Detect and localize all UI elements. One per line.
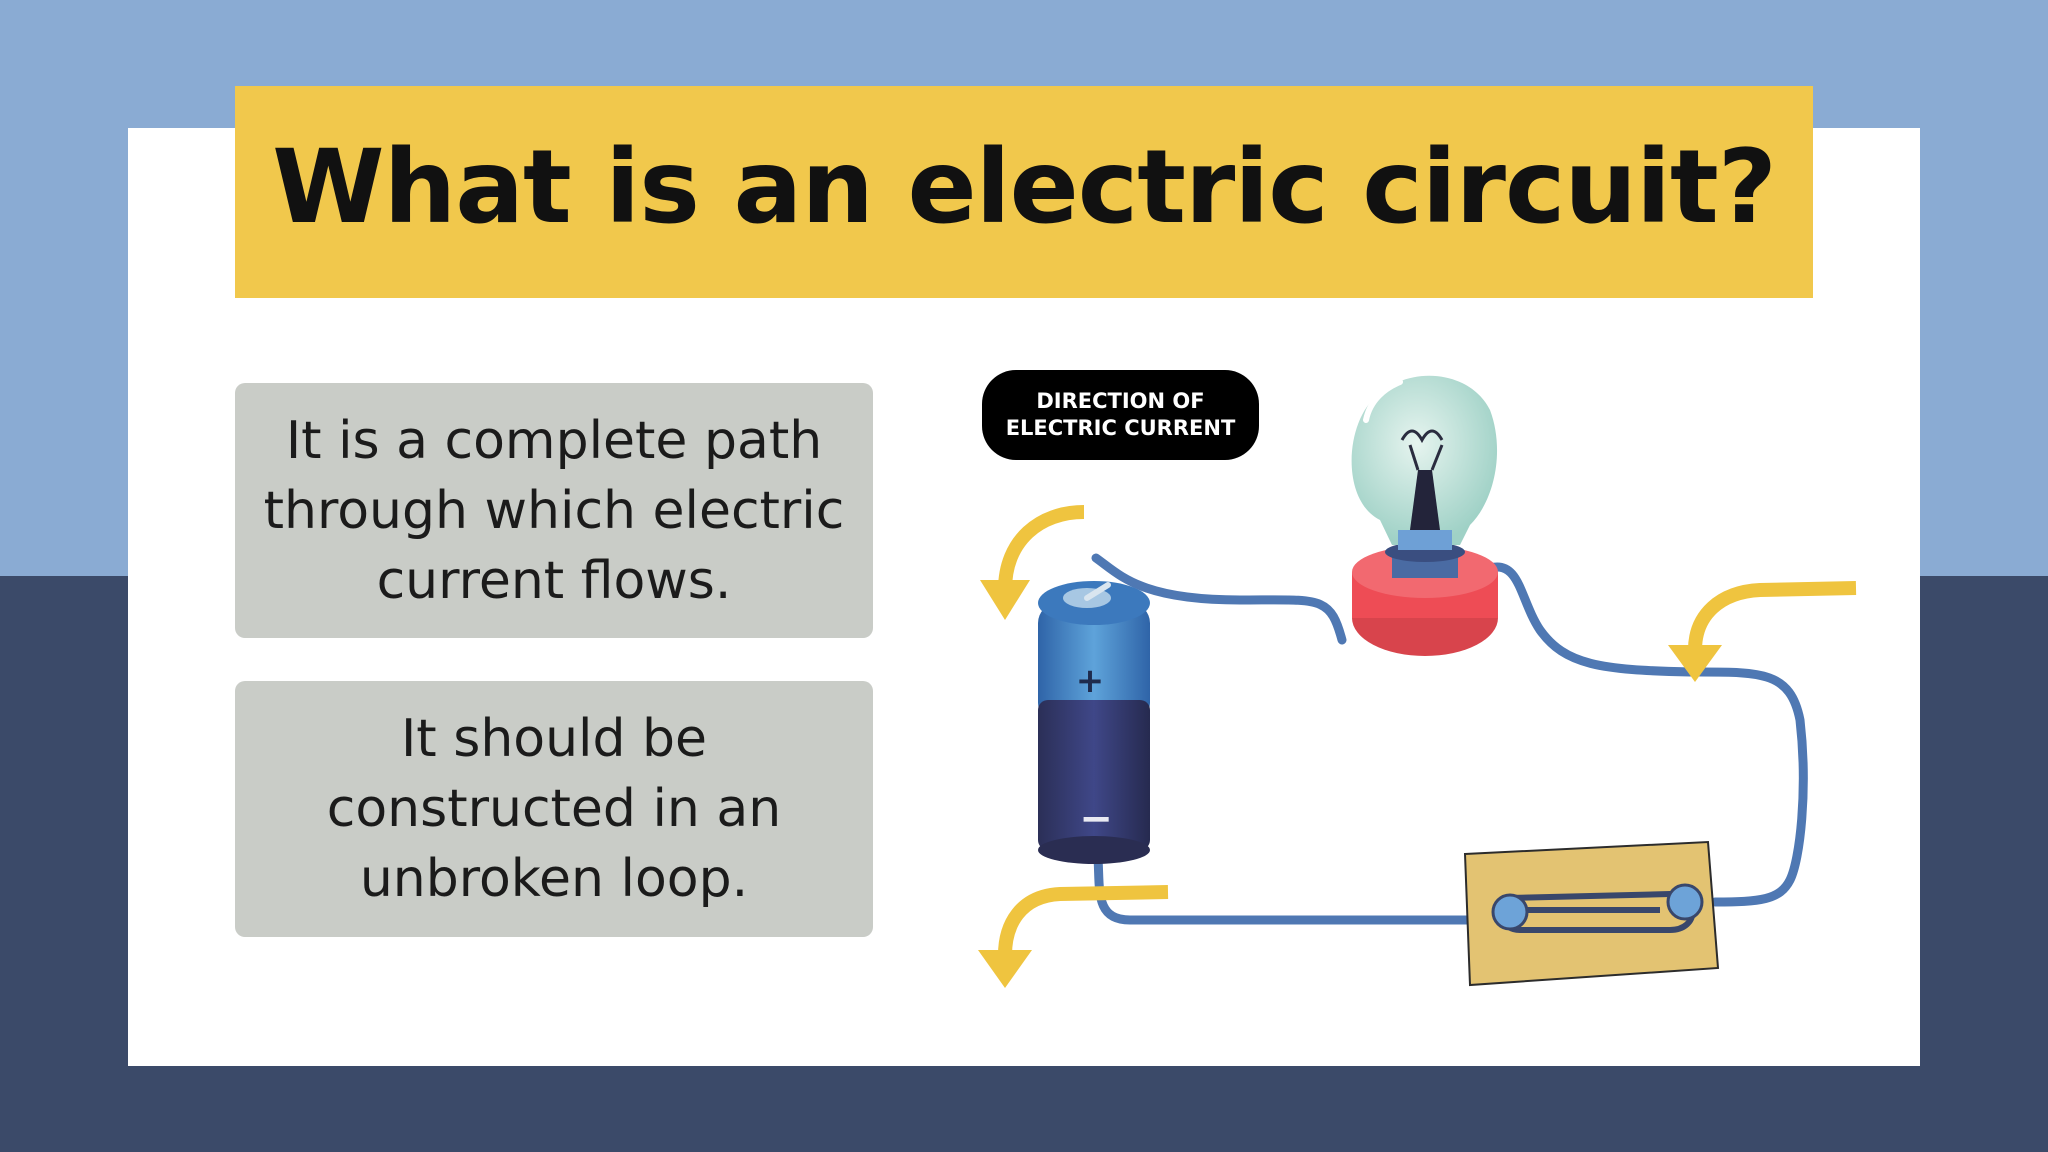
current-direction-label: DIRECTION OF ELECTRIC CURRENT <box>982 370 1259 460</box>
page-title: What is an electric circuit? <box>272 127 1777 247</box>
current-direction-text: DIRECTION OF ELECTRIC CURRENT <box>1005 389 1236 440</box>
definition-box-1: It is a complete path through which elec… <box>235 383 873 638</box>
definition-box-2: It should be constructed in an unbroken … <box>235 681 873 937</box>
definition-text-2: It should be constructed in an unbroken … <box>326 709 782 909</box>
title-banner: What is an electric circuit? <box>235 86 1813 298</box>
definition-text-1: It is a complete path through which elec… <box>263 410 845 611</box>
